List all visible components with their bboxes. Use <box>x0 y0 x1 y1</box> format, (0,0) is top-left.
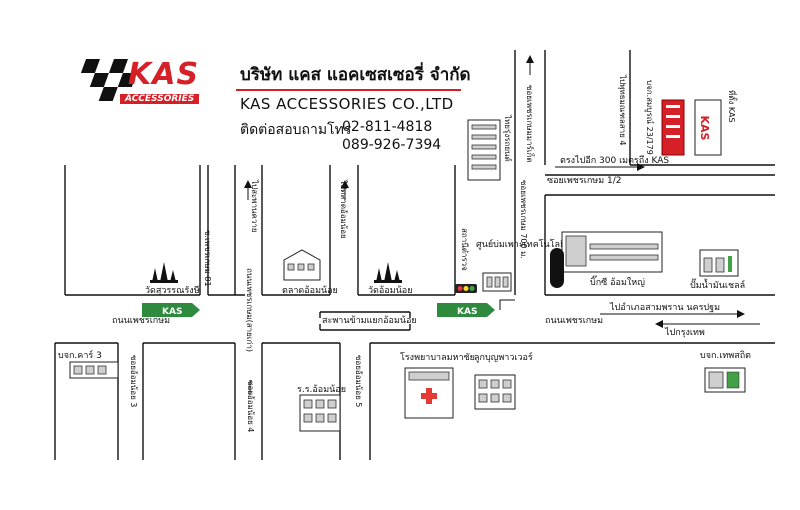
landmark-wat-om-noi: วัดอ้อมน้อย <box>368 285 412 296</box>
landmark-shop-name: บจก.สมบูรณ์ 23/179 <box>644 80 655 155</box>
road-soi-5: ซอยอ้อมน้อย 5 <box>354 355 363 407</box>
office-building-icon <box>467 119 501 181</box>
kas-pin-label: KAS <box>162 307 182 317</box>
road-to-saphan-khwai: ไปสะพานควาย <box>250 179 259 233</box>
school-building-icon <box>299 394 341 432</box>
landmark-talat-om-noi: ตลาดอ้อมน้อย <box>282 285 338 296</box>
temple-icon <box>150 262 178 283</box>
checkered-flag-icon <box>80 59 137 101</box>
road-soi-3: ซอยอ้อมน้อย 3 <box>129 355 138 407</box>
road-soi-1-2: ซอยเพชรเกษม 1/2 <box>547 176 621 186</box>
kas-shop-building-icon: KAS <box>661 99 722 156</box>
landmark-big-c: บิ๊กซี อ้อมใหญ่ <box>590 275 645 288</box>
kas-pin-label: KAS <box>457 307 477 317</box>
community-building-icon <box>482 272 512 292</box>
company-header: KAS ACCESSORIES บริษัท แคส แอคเซสเซอรี่ … <box>80 55 471 155</box>
logo-subtext: ACCESSORIES <box>120 94 200 104</box>
landmark-gas-station: ปั๊มน้ำมันเชลล์ <box>690 278 745 291</box>
gas-station-icon <box>699 249 739 277</box>
warehouse-building-icon <box>704 367 746 393</box>
kas-logo: KAS ACCESSORIES <box>80 55 230 115</box>
road-direction-note: ตรงไปอีก 300 เมตรถึง KAS <box>560 155 669 166</box>
landmark-kas-office: ที่ตั้ง KAS <box>727 90 738 123</box>
landmark-station: สถานีตำรวจ <box>460 228 469 271</box>
landmark-apartment-left: บจก.คาร์ 3 <box>58 349 102 361</box>
road-to-phutthamonthon: ไปพุทธมณฑลสาย 4 <box>618 74 627 145</box>
contact-label: ติดต่อสอบถามโทร <box>240 122 352 138</box>
svg-text:KAS: KAS <box>698 116 711 141</box>
landmark-hospital: โรงพยาบาลมหาชัย <box>400 352 475 363</box>
road-soi-4: ซอยอ้อมน้อย 4 <box>246 380 255 432</box>
road-soi-18: ซ.เพชรเกษม 81 <box>203 230 212 287</box>
market-building-icon <box>283 249 321 281</box>
mall-building-icon <box>550 231 663 288</box>
road-soi-phetkasem-main: ซอยเพชรเกษมมาร์เก็ต <box>525 85 535 163</box>
kas-location-pin-left[interactable]: KAS <box>142 303 200 317</box>
logo-text: KAS <box>128 57 200 92</box>
traffic-light-icon <box>455 284 477 293</box>
road-network <box>54 50 775 460</box>
company-name-thai: บริษัท แคส แอคเซสเซอรี่ จำกัด <box>240 65 471 85</box>
phone-number-2[interactable]: 089-926-7394 <box>342 137 442 153</box>
road-to-sam-phran: ไปอำเภอสามพราน นครปฐม <box>609 302 720 313</box>
road-to-talat-om-noi: ไปตลาดอ้อมน้อย <box>339 179 348 239</box>
hotel-building-icon <box>474 374 516 410</box>
landmark-wat-suwan: วัดสุวรรณรังษี <box>145 285 200 296</box>
road-soi-700: ซอยเพชรเกษม 700 ม. <box>519 180 528 259</box>
title-divider <box>236 89 461 91</box>
landmark-school: ร.ร.อ้อมน้อย <box>297 384 346 395</box>
landmark-warehouse-right: บจก.เทพสถิต <box>700 350 751 361</box>
landmark-hotel: ลูกบุญพาวเวอร์ <box>474 351 533 363</box>
road-phetkasem-old: ถนนเพชรเกษม(สายเก่า) <box>245 268 254 352</box>
direction-arrows <box>244 55 760 395</box>
company-name-english: KAS ACCESSORIES CO.,LTD <box>240 95 454 113</box>
temple-icon <box>374 262 402 283</box>
hospital-building-icon <box>404 367 454 419</box>
road-phetkasem-right: ถนนเพชรเกษม <box>545 316 603 326</box>
landmark-thai-tire: ไทยรุ่งรถยนต์ <box>503 114 513 162</box>
phone-number-1[interactable]: 02-811-4818 <box>342 119 433 135</box>
road-to-bangkok: ไปกรุงเทพ <box>664 327 705 338</box>
kas-location-pin-right[interactable]: KAS <box>437 303 495 317</box>
road-phetkasem-left: ถนนเพชรเกษม <box>112 316 170 326</box>
apartment-building-icon <box>69 361 119 379</box>
road-skywalk: สะพานข้ามแยกอ้อมน้อย <box>322 315 417 326</box>
